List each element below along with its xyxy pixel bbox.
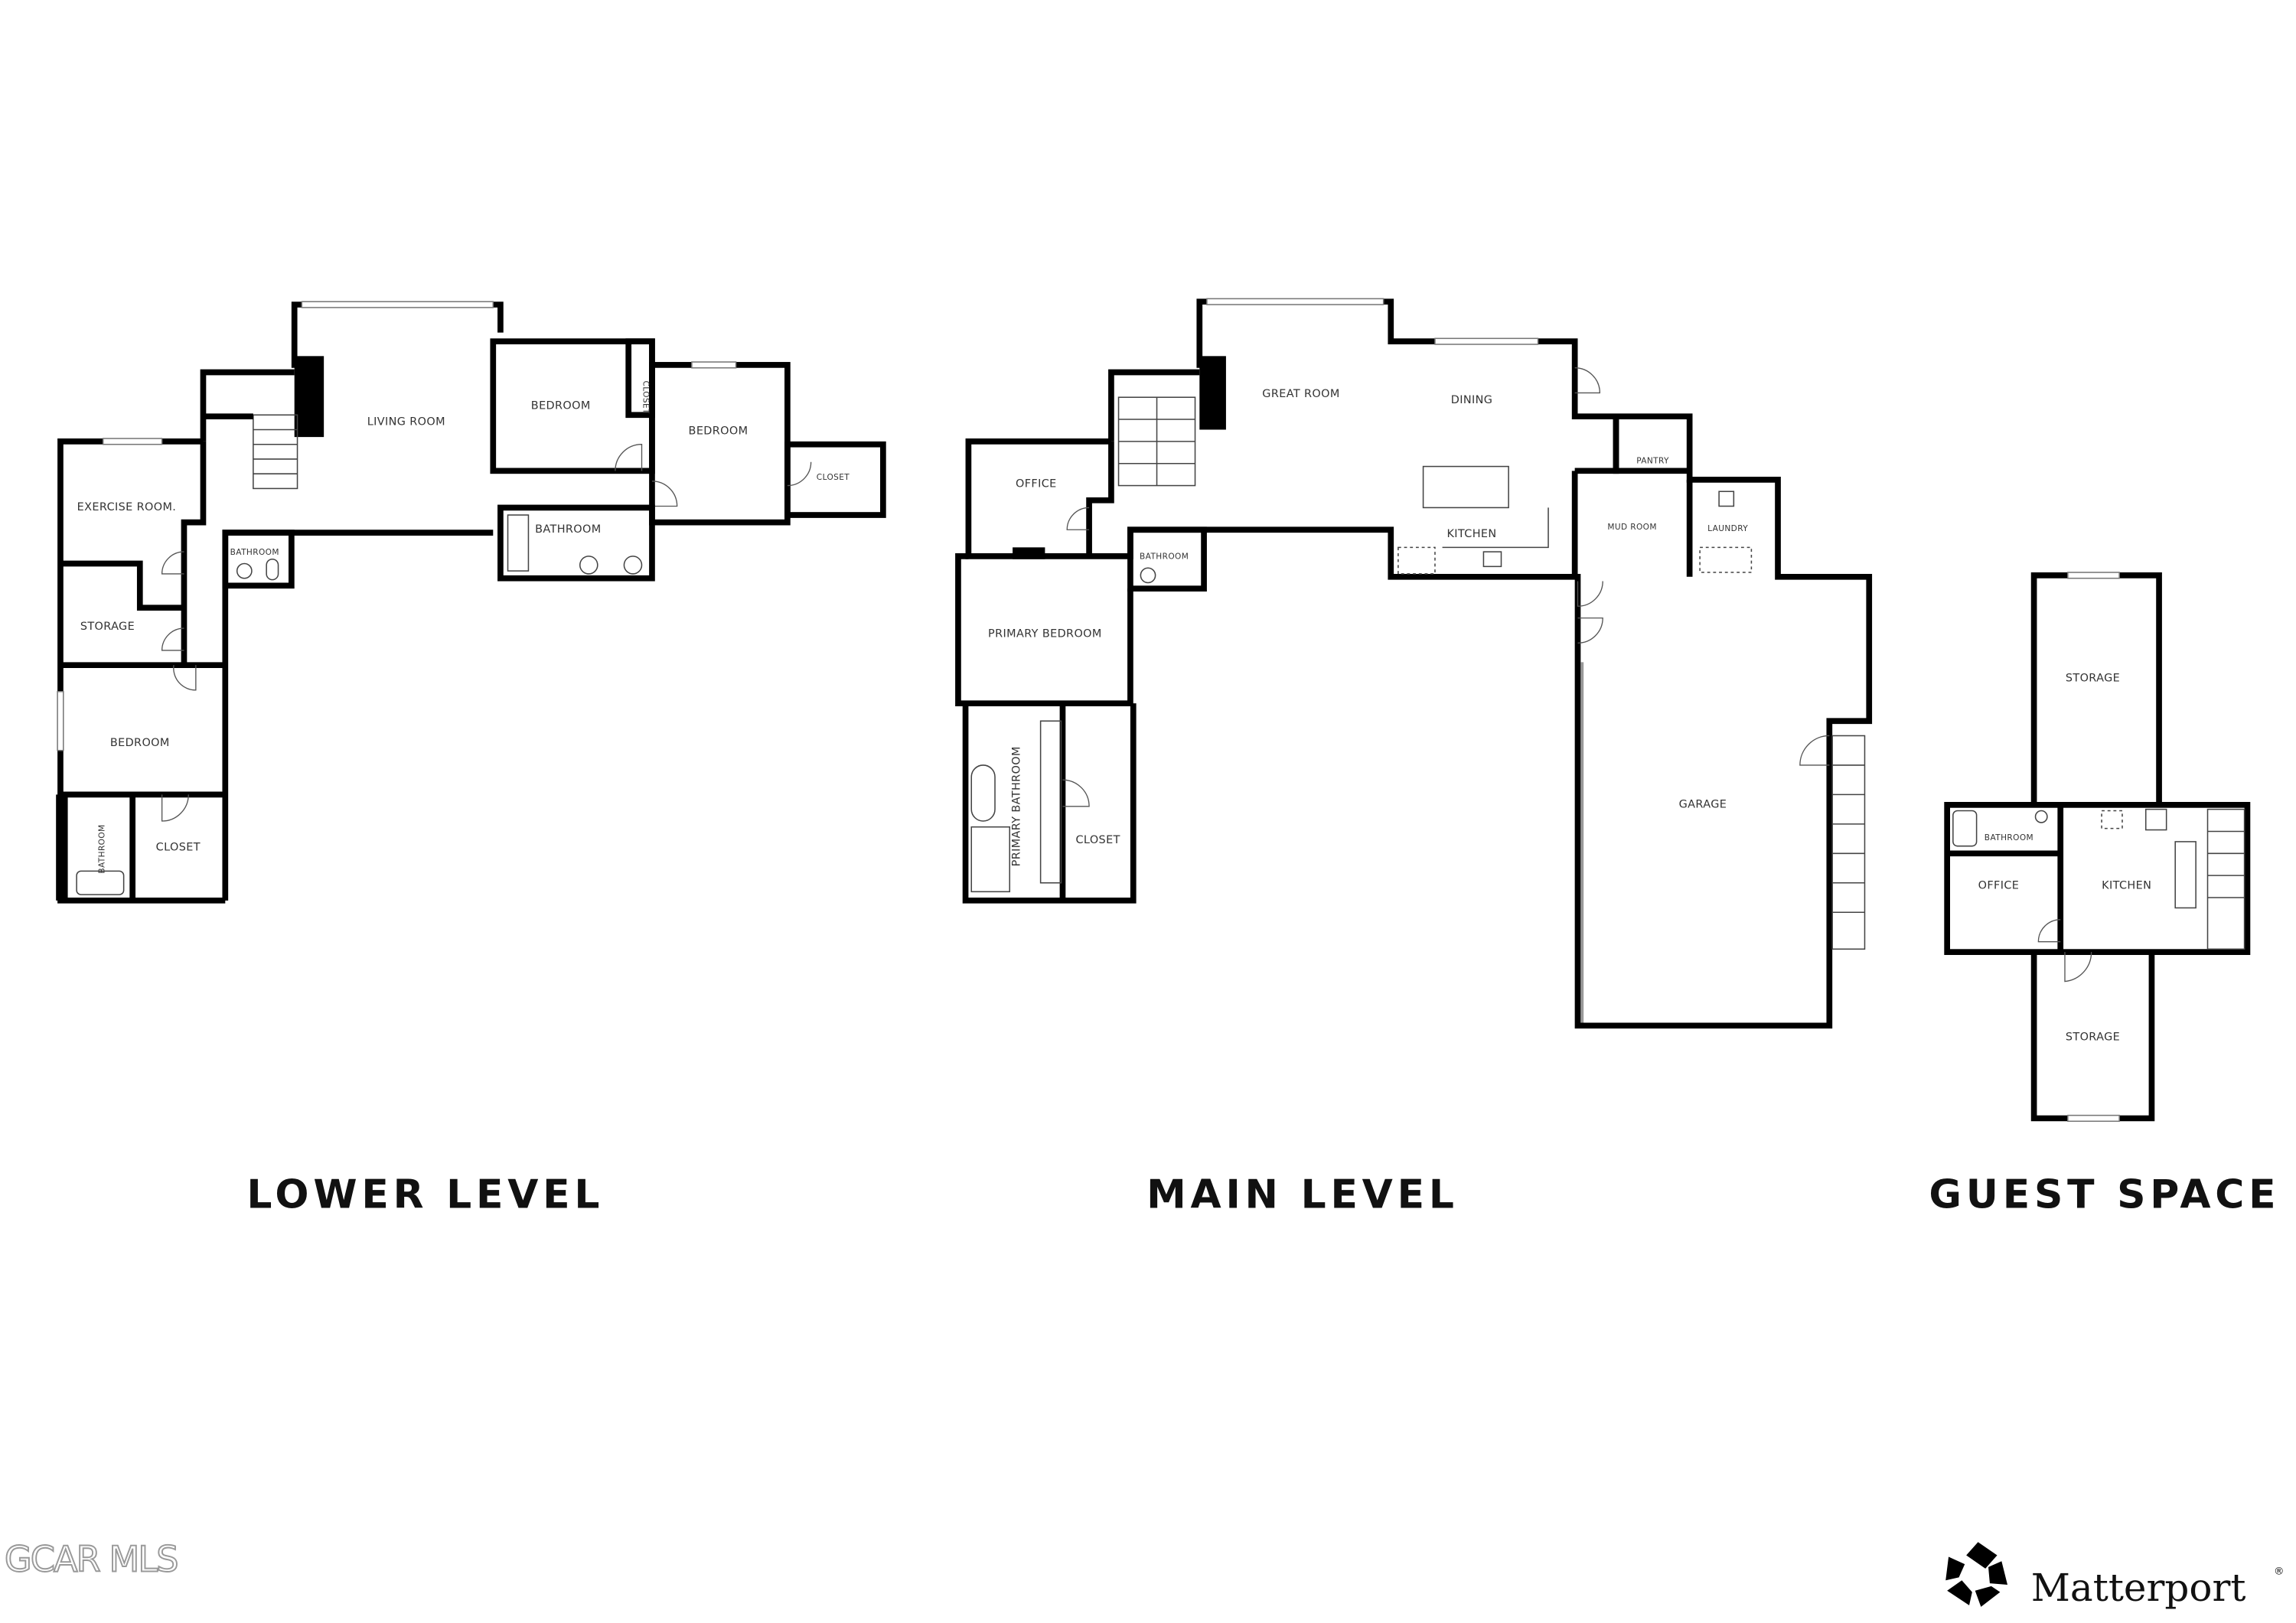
room-label: OFFICE (1978, 879, 2020, 891)
room-label: STORAGE (80, 621, 135, 633)
room-label: CLOSET (1075, 834, 1120, 846)
room-label: BEDROOM (110, 737, 170, 749)
room-label: PANTRY (1636, 457, 1669, 466)
room-label: MUD ROOM (1607, 523, 1657, 532)
brand-name: Matterport (2031, 1566, 2246, 1610)
level-title-guest: GUEST SPACE (1929, 1172, 2280, 1218)
registered-mark: ® (2274, 1566, 2284, 1578)
room-label: BATHROOM (1140, 552, 1189, 562)
room-label: STORAGE (2066, 1031, 2120, 1044)
guest-space-labels: STORAGE BATHROOM OFFICE KITCHEN STORAGE (1978, 672, 2151, 1044)
room-label: LIVING ROOM (367, 416, 445, 429)
room-label: KITCHEN (1446, 528, 1496, 540)
room-label: PRIMARY BATHROOM (1011, 746, 1023, 866)
room-label: BATHROOM (1985, 833, 2033, 842)
room-label: EXERCISE ROOM. (77, 501, 177, 513)
level-title-lower: LOWER LEVEL (246, 1172, 604, 1218)
room-label: GARAGE (1679, 799, 1727, 811)
matterport-logo: Matterport ® (1945, 1542, 2285, 1610)
room-label: CLOSET (817, 473, 850, 482)
room-label: OFFICE (1016, 477, 1057, 490)
room-label: KITCHEN (2102, 879, 2151, 891)
main-level-plan (955, 298, 1873, 1029)
room-label: STORAGE (2066, 672, 2120, 684)
fireplace (1199, 356, 1226, 430)
room-label: BATHROOM (98, 824, 107, 873)
room-label: CLOSET (641, 381, 650, 414)
fireplace (294, 356, 325, 438)
lower-level-plan (56, 301, 886, 904)
mls-watermark: GCAR MLS (5, 1539, 178, 1580)
level-title-main: MAIN LEVEL (1146, 1172, 1459, 1218)
staircase (253, 414, 298, 490)
room-label: LAUNDRY (1707, 524, 1748, 533)
lower-level-labels: LIVING ROOM BEDROOM CLOSET BEDROOM CLOSE… (77, 381, 850, 874)
main-level-labels: GREAT ROOM DINING OFFICE PANTRY KITCHEN … (988, 388, 1748, 866)
kitchen-island (1422, 465, 1509, 509)
room-label: BATHROOM (535, 523, 601, 536)
room-label: PRIMARY BEDROOM (988, 628, 1102, 640)
room-label: BEDROOM (531, 400, 591, 412)
guest-space-plan (1944, 572, 2251, 1123)
room-label: DINING (1451, 394, 1493, 406)
room-label: CLOSET (156, 841, 201, 853)
matterport-mark-icon (1945, 1542, 2007, 1607)
garage-stairs (1831, 735, 1866, 950)
room-label: BEDROOM (689, 425, 748, 437)
room-label: BATHROOM (230, 548, 279, 557)
guest-stairs (2206, 808, 2245, 950)
room-label: GREAT ROOM (1262, 388, 1339, 400)
